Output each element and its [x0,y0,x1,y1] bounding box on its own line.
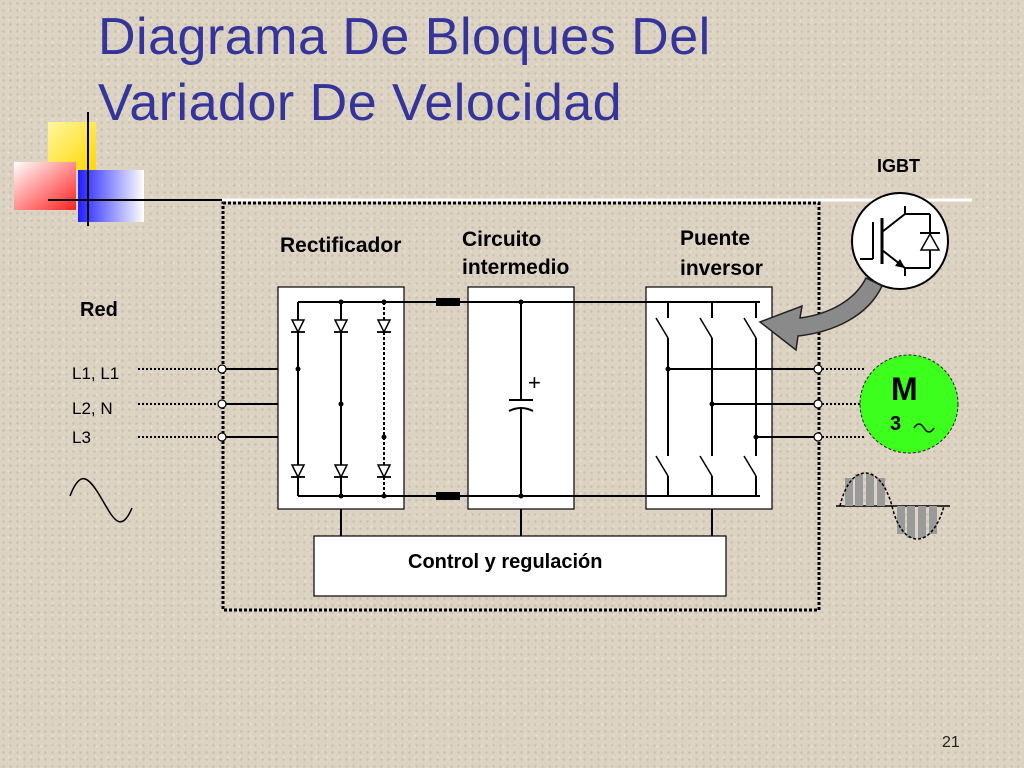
rectifier-label: Rectificador [280,234,402,257]
inverter-bridge-label-line-1: Puente [680,227,751,250]
line-l2-label: L2, N [72,399,113,418]
rectifier-bridge [297,301,385,497]
line-l1-label: L1, L1 [72,364,120,383]
inverter-bridge-label-line-2: inversor [680,257,763,280]
input-terminals [217,364,227,442]
line-l3-label: L3 [72,428,91,447]
choke-top [436,298,460,306]
intermediate-circuit-label-line-2: intermedio [462,256,570,279]
slide-title: Diagrama De Bloques Del Variador De Velo… [98,4,711,136]
ac-sine-wave [69,478,133,523]
capacitor-plus-sign: + [528,370,541,395]
title-line-2: Variador De Velocidad [98,74,623,132]
igbt-icon [851,192,949,290]
intermediate-circuit-label: Circuito intermedio [462,226,569,282]
motor-phase-label: 3 [890,413,902,435]
output-wires [668,368,814,438]
inverter-bridge-label: Puente inversor [680,224,763,284]
output-waveform-icon [836,472,950,540]
page-number: 21 [942,734,960,751]
inverter-block [645,286,773,510]
igbt-label: IGBT [877,156,920,176]
control-block [313,535,727,597]
output-terminals [813,364,823,442]
motor-lines [822,368,866,438]
title-line-1: Diagrama De Bloques Del [98,8,711,66]
inverter-bridge [646,301,760,497]
input-lines [138,368,220,438]
network-label: Red [80,299,118,321]
intermediate-circuit-label-line-1: Circuito [462,228,542,251]
control-regulation-label: Control y regulación [408,551,603,573]
control-connections [340,509,713,536]
decorative-squares [14,112,222,226]
igbt-pointer-arrow [758,276,883,352]
choke-bottom [436,492,460,500]
motor-tilde-icon [913,423,935,433]
motor-m-label: M [891,371,918,407]
